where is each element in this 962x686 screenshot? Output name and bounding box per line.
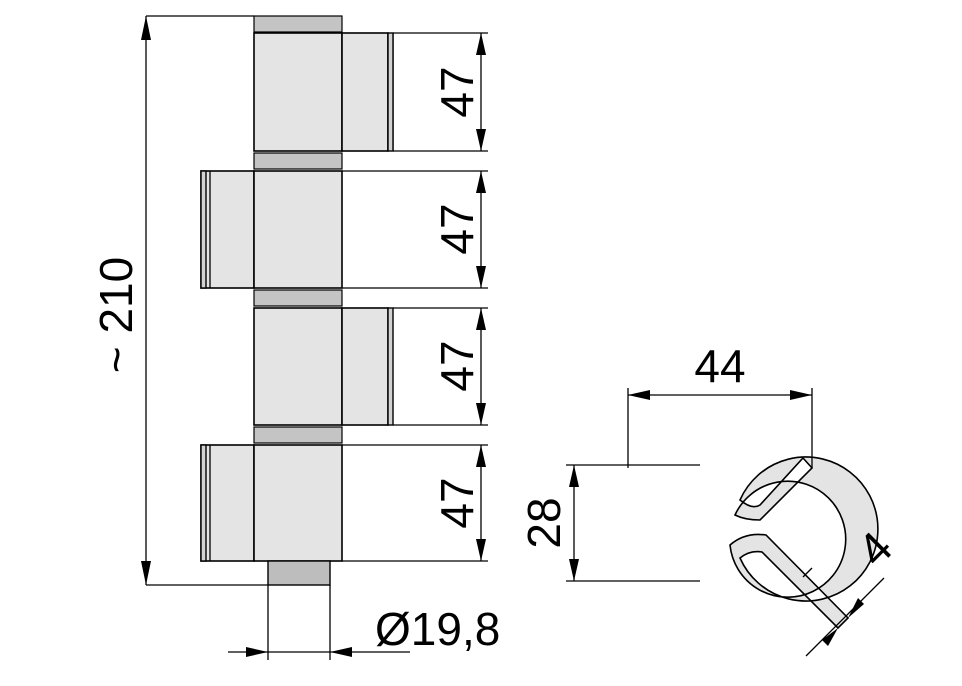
knuckle-dimensions: 47 47 47 47 <box>342 32 488 562</box>
profile-width-dimension: 44 <box>627 340 813 468</box>
diameter-label: Ø19,8 <box>375 603 500 655</box>
knuckle-1 <box>253 32 394 152</box>
knuckle-2 <box>200 170 343 289</box>
washer-1 <box>253 152 343 170</box>
knuckle-1-dim: 47 <box>431 66 483 117</box>
washer-3 <box>253 426 343 444</box>
hinge-profile-section <box>729 456 879 630</box>
profile-height-dimension: 28 <box>518 464 700 582</box>
overall-height-dimension: ~ 210 <box>90 15 268 586</box>
diameter-dimension: Ø19,8 <box>228 585 500 660</box>
overall-height-label: ~ 210 <box>90 257 142 373</box>
washer-2 <box>253 289 343 307</box>
bottom-pin <box>267 560 331 586</box>
hinge-front-view <box>200 15 394 586</box>
knuckle-3 <box>253 307 394 426</box>
profile-width-label: 44 <box>694 340 745 392</box>
profile-outline <box>729 456 879 630</box>
knuckle-4 <box>200 444 343 562</box>
knuckle-4-dim: 47 <box>431 477 483 528</box>
top-cap <box>253 15 343 33</box>
knuckle-3-dim: 47 <box>431 340 483 391</box>
knuckle-2-dim: 47 <box>431 203 483 254</box>
profile-height-label: 28 <box>518 497 570 548</box>
